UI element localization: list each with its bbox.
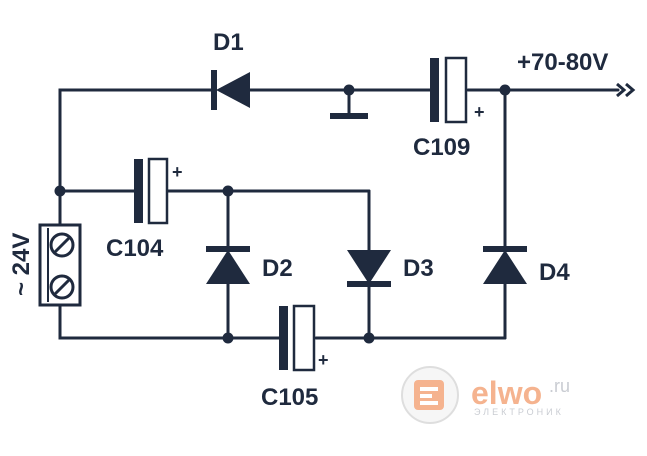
capacitor-c105 <box>279 304 316 372</box>
output-arrow-icon <box>616 82 636 98</box>
capacitor-c104 <box>134 157 169 225</box>
logo-text-main: elwo <box>471 375 542 411</box>
diode-d1 <box>211 70 250 110</box>
logo-text-suffix: .ru <box>549 376 570 396</box>
label-d2: D2 <box>262 255 293 282</box>
label-c104: C104 <box>106 235 164 262</box>
capacitor-c109 <box>430 56 468 124</box>
terminal-block-icon <box>38 223 82 307</box>
diode-d2 <box>206 246 250 284</box>
ground-symbol <box>330 113 368 119</box>
label-d4: D4 <box>539 259 570 286</box>
label-input-voltage: ~ 24V <box>8 233 35 296</box>
wire-bottom-left <box>58 298 282 340</box>
wires <box>58 88 620 340</box>
label-d1: D1 <box>213 29 244 56</box>
logo-tagline: ЭЛЕКТРОНИК <box>474 407 564 417</box>
wire-left-top <box>58 88 215 230</box>
label-output-voltage: +70-80V <box>517 49 608 76</box>
elwo-watermark: elwo .ru ЭЛЕКТРОНИК <box>401 366 570 424</box>
label-d3: D3 <box>403 255 434 282</box>
junction-dots <box>54 84 511 344</box>
plus-c104: + <box>172 162 183 182</box>
diode-d3 <box>347 250 391 287</box>
label-c109: C109 <box>413 134 470 161</box>
label-c105: C105 <box>261 384 318 411</box>
plus-c109: + <box>474 102 485 122</box>
diode-d4 <box>483 246 527 284</box>
plus-c105: + <box>318 350 329 370</box>
